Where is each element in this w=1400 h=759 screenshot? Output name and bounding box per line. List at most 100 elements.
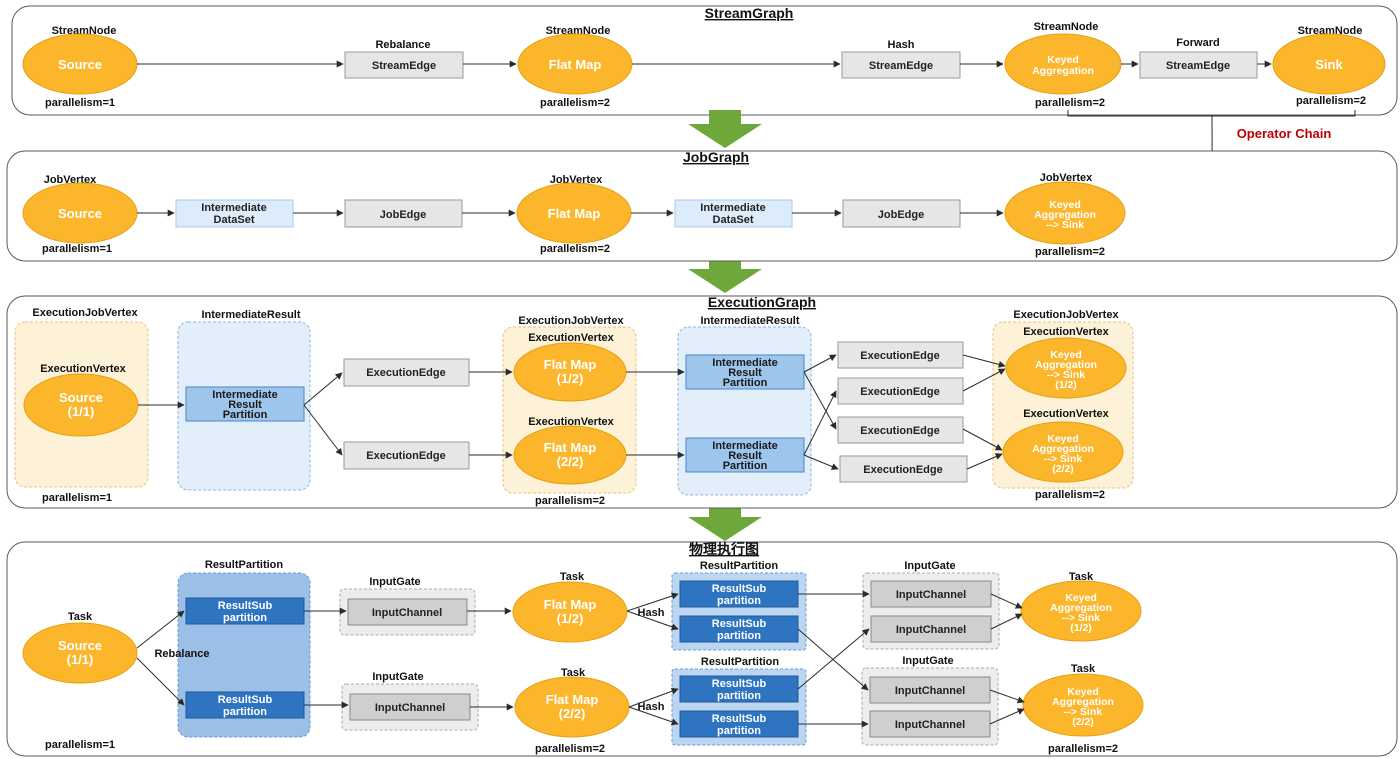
ejv-header-keyed: ExecutionJobVertex (1013, 309, 1119, 321)
task-flatmap-2-index: (2/2) (559, 706, 586, 721)
ev-keyed-2-index: (2/2) (1052, 463, 1074, 475)
arrow (962, 368, 1006, 392)
input-channel (347, 598, 468, 626)
intermediate-dataset-1 (175, 199, 294, 228)
edge-type-forward: Forward (1176, 37, 1219, 49)
job-edge-1 (344, 199, 463, 228)
task-flatmap-parallelism: parallelism=2 (535, 743, 605, 755)
ev-keyed-1 (1005, 337, 1127, 399)
stream-graph-title: StreamGraph (705, 5, 794, 21)
job-graph-title: JobGraph (683, 149, 749, 165)
input-channel (349, 693, 471, 721)
task-keyed-label: Keyed (1065, 592, 1097, 604)
result-sub-label: ResultSub (218, 694, 273, 706)
ev-keyed-label: Keyed (1050, 349, 1082, 361)
stream-node-aggregation-label: Aggregation (1032, 65, 1094, 77)
arrow (803, 371, 837, 430)
stream-edge-label: StreamEdge (372, 60, 436, 72)
execution-edge-label: ExecutionEdge (863, 464, 942, 476)
result-subpartition (185, 597, 305, 625)
ev-header-flatmap-2: ExecutionVertex (528, 416, 614, 428)
stream-edge-label: StreamEdge (869, 60, 933, 72)
arrow (303, 372, 343, 406)
job-edge-2 (842, 199, 961, 228)
execution-edge-2 (343, 441, 470, 470)
ev-sink-label: --> Sink (1047, 369, 1085, 381)
transform-arrow-icon (688, 255, 762, 293)
intermediate-dataset-label: Intermediate (201, 202, 266, 214)
irp-label: Intermediate (712, 357, 777, 369)
execution-edge-6 (839, 455, 968, 483)
result-sub-label: partition (717, 725, 761, 737)
arrow (628, 706, 679, 726)
task-keyed-2 (1022, 673, 1144, 737)
arrow (966, 453, 1003, 470)
result-subpartition (679, 580, 799, 608)
result-sub-label: ResultSub (712, 583, 767, 595)
arrow (990, 593, 1023, 609)
task-keyed-label: Keyed (1067, 686, 1099, 698)
ev-flatmap-parallelism: parallelism=2 (535, 495, 605, 507)
job-vertex-header-keyed: JobVertex (1040, 172, 1093, 184)
ev-sink-label: --> Sink (1044, 453, 1082, 465)
job-vertex-aggregation-label: Aggregation (1034, 209, 1096, 221)
ejv-header-flatmap: ExecutionJobVertex (518, 315, 624, 327)
ejv-header-source: ExecutionJobVertex (32, 307, 138, 319)
job-flatmap-parallelism: parallelism=2 (540, 243, 610, 255)
stream-graph-panel: StreamGraph StreamNode Source parallelis… (11, 5, 1398, 116)
ev-keyed-1-index: (1/2) (1055, 379, 1077, 391)
stream-edge-hash (841, 51, 961, 79)
ev-keyed-parallelism: parallelism=2 (1035, 489, 1105, 501)
execution-edge-label: ExecutionEdge (860, 425, 939, 437)
irp-label: Intermediate (712, 440, 777, 452)
execution-graph-title: ExecutionGraph (708, 294, 816, 310)
job-vertex-keyed-sink (1004, 181, 1126, 245)
stream-node-sink-label: Sink (1315, 57, 1343, 72)
input-channel (870, 580, 992, 608)
stream-node-header-keyed: StreamNode (1034, 21, 1099, 33)
stream-sink-parallelism: parallelism=2 (1296, 95, 1366, 107)
result-subpartition (679, 710, 799, 738)
intermediate-dataset-label: Intermediate (700, 202, 765, 214)
task-flatmap-2-label: Flat Map (546, 692, 599, 707)
result-partition-header: ResultPartition (205, 559, 284, 571)
stream-edge-label: StreamEdge (1166, 60, 1230, 72)
arrow (989, 689, 1025, 704)
result-sub-label: ResultSub (712, 678, 767, 690)
edge-type-rebalance: Rebalance (375, 39, 430, 51)
intermediate-dataset-label: DataSet (713, 214, 754, 226)
execution-edge-4 (837, 377, 964, 405)
task-flatmap-1-index: (1/2) (557, 611, 584, 626)
task-header-keyed-1: Task (1069, 571, 1094, 583)
ev-aggregation-label: Aggregation (1035, 359, 1097, 371)
irp-label: Result (728, 450, 762, 462)
result-sub-label: partition (717, 595, 761, 607)
arrow (626, 610, 679, 631)
stream-edge-forward (1139, 51, 1258, 79)
job-vertex-sink-label: --> Sink (1046, 219, 1084, 231)
ev-flatmap-2-label: Flat Map (544, 440, 597, 455)
arrow (797, 628, 870, 690)
result-subpartition (679, 675, 799, 703)
ev-aggregation-label: Aggregation (1032, 443, 1094, 455)
transform-arrow-icon (688, 110, 762, 148)
job-keyed-parallelism: parallelism=2 (1035, 246, 1105, 258)
execution-edge-5 (837, 416, 964, 444)
task-aggregation-label: Aggregation (1050, 602, 1112, 614)
arrow (803, 454, 839, 470)
result-sub-label: partition (717, 690, 761, 702)
ir-header-2: IntermediateResult (700, 315, 799, 327)
ev-flatmap-2-index: (2/2) (557, 454, 584, 469)
result-subpartition (185, 691, 305, 719)
ev-header-source: ExecutionVertex (40, 363, 126, 375)
ev-flatmap-1-index: (1/2) (557, 371, 584, 386)
job-edge-label: JobEdge (380, 209, 426, 221)
arrow (962, 354, 1006, 368)
input-channel-label: InputChannel (895, 719, 965, 731)
arrow (962, 428, 1003, 451)
task-keyed-1-index: (1/2) (1070, 622, 1092, 634)
irp-label: Partition (723, 460, 768, 472)
arrow (990, 613, 1023, 630)
task-header-keyed-2: Task (1071, 663, 1096, 675)
input-channel-label: InputChannel (895, 685, 965, 697)
